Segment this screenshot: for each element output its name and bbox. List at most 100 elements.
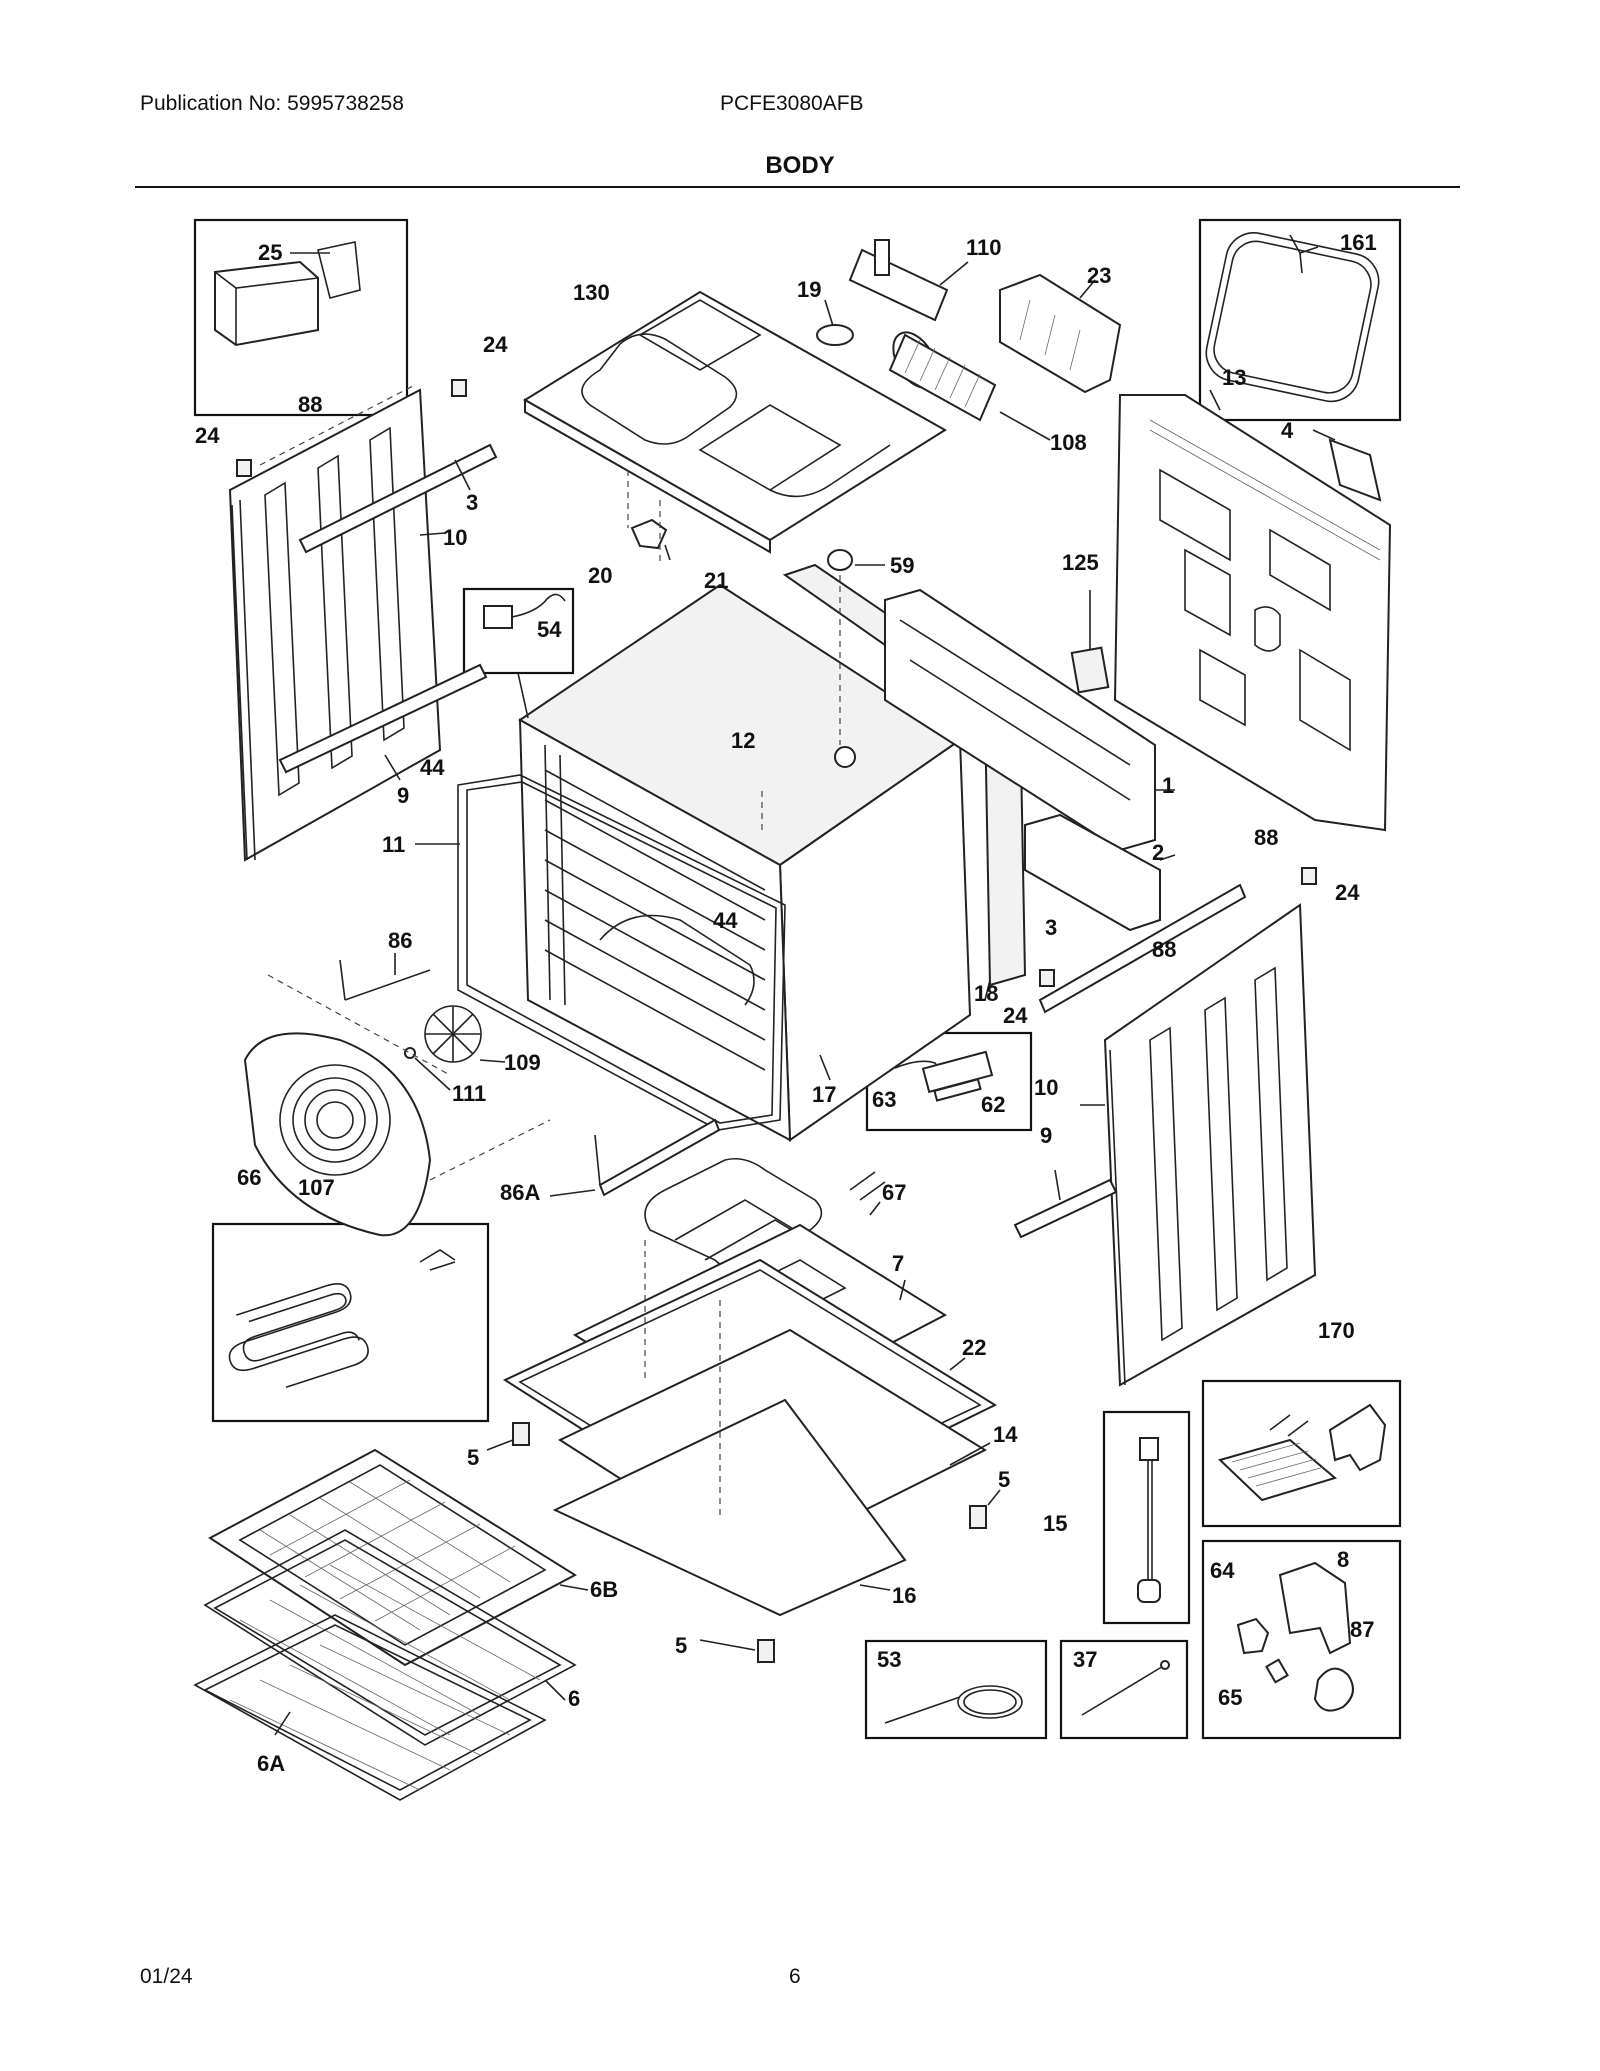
model-number: PCFE3080AFB [720,92,864,115]
callout-label: 12 [731,728,755,753]
callout-label: 18 [974,981,998,1006]
callout-label: 25 [258,240,282,265]
callout-label: 24 [483,332,508,357]
callout-label: 21 [704,568,728,593]
nut-111 [404,1047,451,1091]
sensor-59 [827,549,885,571]
inset-box-8-64-65-87 [1201,1539,1402,1740]
callout-label: 6A [257,1751,285,1776]
inset-box-54 [462,587,575,675]
oven-rack-6 [203,1529,577,1746]
clip-24 [236,379,467,477]
callout-label: 87 [1350,1617,1374,1642]
oven-liner-17 [518,583,972,1142]
callout-label: 130 [573,280,610,305]
inset-box-25 [193,218,409,417]
callout-label: 4 [1281,418,1294,443]
element-86 [339,953,431,1001]
callout-labels: 25 110 23 161 130 19 24 88 13 24 4 108 3… [195,230,1377,1776]
callout-label: 5 [467,1445,479,1470]
callout-label: 59 [890,553,914,578]
top-panel-130 [523,290,947,554]
inset-box-15 [1102,1410,1191,1625]
publication-date: 01/24 [140,1965,193,1988]
callout-label: 24 [1003,1003,1028,1028]
callout-label: 20 [588,563,612,588]
inset-box-170 [1201,1379,1402,1528]
callout-label: 108 [1050,430,1087,455]
callout-label: 11 [382,832,405,857]
callout-label: 88 [1152,937,1176,962]
rear-panel-13 [1113,389,1392,832]
callout-label: 110 [966,235,1002,260]
clip-24-right [1039,867,1317,987]
oven-rack-6A [193,1614,547,1801]
callout-label: 66 [237,1165,261,1190]
callout-label: 9 [1040,1123,1052,1148]
callout-label: 109 [504,1050,541,1075]
cover-4 [1312,429,1382,502]
callout-label: 10 [1034,1075,1058,1100]
door-gasket-11 [415,774,786,1131]
bracket-110 [848,239,969,322]
foot-5 [486,1422,1001,1663]
callout-label: 16 [892,1583,916,1608]
callout-label: 5 [675,1633,687,1658]
callout-label: 8 [1337,1547,1349,1572]
inset-box-66 [211,1222,490,1423]
blower-108 [888,331,1051,441]
side-panel-10-left [228,388,498,862]
callout-label: 22 [962,1335,986,1360]
callout-label: 3 [1045,915,1057,940]
callout-label: 86 [388,928,412,953]
duct-23 [999,273,1122,394]
callout-label: 24 [1335,880,1360,905]
callout-label: 107 [298,1175,335,1200]
header-rule [135,186,1460,188]
callout-label: 64 [1210,1558,1235,1583]
callout-label: 54 [537,617,562,642]
callout-label: 88 [298,392,322,417]
callout-label: 161 [1340,230,1377,255]
callout-label: 5 [998,1467,1010,1492]
rear-bracket-1 [884,588,1175,852]
callout-label: 44 [420,755,445,780]
callout-label: 13 [1222,365,1246,390]
callout-label: 170 [1318,1318,1355,1343]
section-title: BODY [765,152,835,179]
inset-box-53 [864,1639,1048,1740]
relay-125 [1070,590,1110,694]
element-86A [549,1118,721,1197]
callout-label: 14 [993,1422,1018,1447]
callout-label: 125 [1062,550,1099,575]
publication-number: Publication No: 5995738258 [140,92,404,115]
callout-label: 53 [877,1647,901,1672]
callout-label: 88 [1254,825,1278,850]
callout-label: 6B [590,1577,618,1602]
convection-cover-107 [243,1032,432,1237]
base-16 [552,1398,907,1617]
callout-label: 1 [1162,773,1174,798]
side-rail-9-right [1013,1169,1118,1239]
inset-box-161 [1198,218,1402,422]
callout-label: 24 [195,423,220,448]
callout-label: 62 [981,1092,1005,1117]
bracket-20 [630,518,671,561]
callout-label: 67 [882,1180,906,1205]
callout-label: 19 [797,277,821,302]
thermostat-19 [816,299,854,346]
air-fry-basket-6B [208,1448,589,1667]
callout-label: 23 [1087,263,1111,288]
fan-blade-109 [424,1005,506,1063]
callout-label: 86A [500,1180,540,1205]
callout-label: 3 [466,490,478,515]
callout-label: 63 [872,1087,896,1112]
inset-box-37 [1059,1639,1189,1740]
callout-label: 44 [713,908,738,933]
callout-label: 2 [1152,840,1164,865]
callout-label: 15 [1043,1511,1067,1536]
side-panel-10-right [1038,883,1317,1387]
callout-label: 37 [1073,1647,1097,1672]
callout-label: 111 [452,1081,486,1106]
